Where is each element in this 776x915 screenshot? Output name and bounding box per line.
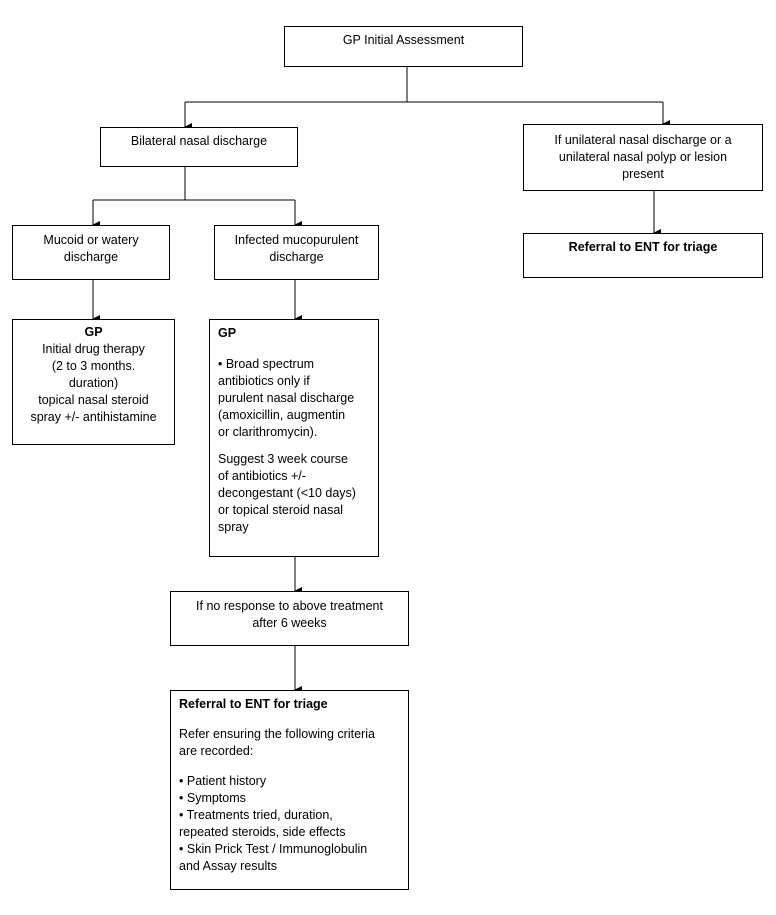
node-text-line: discharge	[63, 250, 119, 264]
node-text-line: Refer ensuring the following criteria	[179, 727, 375, 741]
node-mucoid-discharge: Mucoid or watery discharge	[12, 225, 170, 280]
node-title: Referral to ENT for triage	[179, 697, 328, 711]
criteria-item-continuation: and Assay results	[179, 859, 277, 873]
node-text-line: Infected mucopurulent	[234, 233, 359, 247]
node-text-line: If unilateral nasal discharge or a	[554, 133, 732, 147]
node-text-line: are recorded:	[179, 744, 254, 758]
node-text-line: (amoxicillin, augmentin	[218, 408, 346, 422]
criteria-item: • Symptoms	[179, 791, 246, 805]
criteria-item: • Patient history	[179, 774, 267, 788]
node-text-line: Mucoid or watery	[43, 233, 139, 247]
node-text: Referral to ENT for triage	[568, 240, 718, 254]
node-text-line: duration)	[68, 376, 119, 390]
node-text-line: present	[622, 167, 664, 181]
node-text-line: topical nasal steroid	[38, 393, 149, 407]
node-paragraph-antibiotics: • Broad spectrum antibiotics only if pur…	[218, 356, 370, 441]
criteria-item-text: Skin Prick Test / Immunoglobulin	[186, 842, 368, 856]
node-text-line: of antibiotics +/-	[218, 469, 306, 483]
criteria-item-text: Treatments tried, duration,	[186, 808, 333, 822]
criteria-item-text: Symptoms	[186, 791, 246, 805]
node-text-line: or clarithromycin).	[218, 425, 318, 439]
node-gp-antibiotics: GP • Broad spectrum antibiotics only if …	[209, 319, 379, 557]
criteria-item-continuation: repeated steroids, side effects	[179, 825, 346, 839]
node-gp-drug-therapy: GP Initial drug therapy (2 to 3 months. …	[12, 319, 175, 445]
node-text-line: Initial drug therapy	[42, 342, 145, 356]
node-text-line: Suggest 3 week course	[218, 452, 348, 466]
node-text-line: unilateral nasal polyp or lesion	[558, 150, 728, 164]
criteria-list: • Patient history • Symptoms • Treatment…	[179, 773, 400, 875]
node-text-line: spray +/- antihistamine	[30, 410, 157, 424]
node-paragraph-intro: Refer ensuring the following criteria ar…	[179, 726, 400, 760]
node-paragraph-course: Suggest 3 week course of antibiotics +/-…	[218, 451, 370, 536]
node-text-line: • Broad spectrum	[218, 357, 315, 371]
node-title: GP	[84, 325, 103, 339]
node-bilateral-discharge: Bilateral nasal discharge	[100, 127, 298, 167]
criteria-item: • Treatments tried, duration,	[179, 808, 333, 822]
node-gp-initial-assessment: GP Initial Assessment	[284, 26, 523, 67]
node-text-line: (2 to 3 months.	[51, 359, 136, 373]
node-text-line: decongestant (<10 days)	[218, 486, 356, 500]
node-text: Bilateral nasal discharge	[130, 134, 268, 148]
node-text: GP Initial Assessment	[342, 33, 465, 47]
node-text-line: after 6 weeks	[252, 616, 327, 630]
node-text-line: or topical steroid nasal	[218, 503, 344, 517]
node-text-line: discharge	[269, 250, 324, 264]
node-text-line: spray	[218, 520, 249, 534]
node-no-response: If no response to above treatment after …	[170, 591, 409, 646]
node-referral-ent-bottom: Referral to ENT for triage Refer ensurin…	[170, 690, 409, 890]
node-referral-ent-right: Referral to ENT for triage	[523, 233, 763, 278]
criteria-item-text: Patient history	[186, 774, 267, 788]
node-infected-discharge: Infected mucopurulent discharge	[214, 225, 379, 280]
node-title: GP	[218, 326, 237, 340]
node-unilateral-discharge: If unilateral nasal discharge or a unila…	[523, 124, 763, 191]
criteria-item: • Skin Prick Test / Immunoglobulin	[179, 842, 368, 856]
node-text-line: If no response to above treatment	[196, 599, 383, 613]
node-text-line: purulent nasal discharge	[218, 391, 355, 405]
node-text-line: antibiotics only if	[218, 374, 310, 388]
